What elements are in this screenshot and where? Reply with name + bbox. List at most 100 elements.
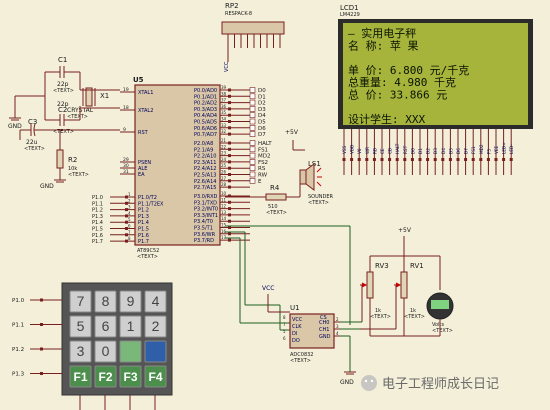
keypad-row-marker xyxy=(40,298,43,302)
u5-p1-pin-marker xyxy=(125,214,128,218)
u5-right-pin-name: P2.6/A14 xyxy=(194,179,216,185)
u1-cs-label: CS xyxy=(320,315,327,321)
u5-right-pin-num: 27 xyxy=(221,176,227,181)
lcd-pin-marker xyxy=(471,158,475,161)
keypad-key xyxy=(119,340,142,363)
u5-pin-num: 30 xyxy=(123,163,129,169)
u5-right-pin-num: 35 xyxy=(221,110,227,115)
keypad-key-label: 7 xyxy=(77,293,85,309)
net-label: D6 xyxy=(258,126,266,132)
lcd-pin-marker xyxy=(418,158,422,161)
u5-right-pin-marker xyxy=(228,232,231,236)
u5-right-pin-name: P2.0/A8 xyxy=(194,141,213,147)
u5-right-pin-num: 25 xyxy=(221,163,227,168)
keypad-key-label: 6 xyxy=(102,318,110,334)
p1-net-label: P1.0 xyxy=(92,195,103,201)
p1-net-labels: P1.0P1.1P1.2P1.3P1.4P1.5P1.6P1.7 xyxy=(92,195,103,245)
lcd-pin-marker xyxy=(502,158,506,161)
net-label: D5 xyxy=(258,120,266,126)
keypad-row-marker xyxy=(40,323,43,326)
u1-right-pin-num: 3 xyxy=(336,324,339,329)
rv1-text: <TEXT> xyxy=(404,314,425,320)
lcd-pin-name: RD xyxy=(372,148,377,154)
watermark: 电子工程师成长日记 xyxy=(361,375,499,392)
c3-value: 22u xyxy=(26,139,38,146)
keypad-row-net: P1.0 xyxy=(12,298,25,304)
u5-right-pin-num: 13 xyxy=(221,210,227,215)
keypad-row-marker xyxy=(40,347,43,351)
u5-right-pin-marker xyxy=(228,154,231,158)
u5-right-pin-num: 10 xyxy=(221,191,227,196)
keypad-row-net: P1.3 xyxy=(12,372,25,378)
keypad-key xyxy=(69,365,92,388)
lcd-pin-marker xyxy=(388,158,392,161)
ls1-text: <TEXT> xyxy=(308,200,329,206)
u5-right-pin-name: P0.3/AD3 xyxy=(194,107,217,113)
u5-right-pin-marker xyxy=(228,166,231,170)
u5-right-pin-marker xyxy=(228,94,231,98)
keypad-key xyxy=(119,315,142,338)
u5-p1-pin-name: P1.0/T2 xyxy=(138,195,157,201)
u5-p1-pin-marker xyxy=(125,208,128,212)
net-flag xyxy=(249,125,256,131)
lcd-pin-name: VSS xyxy=(342,145,347,154)
u5-right-pin-name: P0.0/AD0 xyxy=(194,88,217,94)
rv3-text: <TEXT> xyxy=(370,314,391,320)
u1-pin-name: CLK xyxy=(292,324,302,330)
u1-pin-name: DO xyxy=(292,338,300,344)
keypad-row-net: P1.2 xyxy=(12,347,24,353)
u5-right-pin-num: 15 xyxy=(221,223,227,228)
r2-text: <TEXT> xyxy=(68,172,89,178)
net-flag xyxy=(249,112,256,118)
u5-right-pin-marker xyxy=(228,132,231,136)
c3-label: C3 xyxy=(28,118,37,126)
u5-right-pin-num: 37 xyxy=(221,98,227,103)
c3-text: <TEXT> xyxy=(24,146,45,152)
net-flag xyxy=(249,118,256,125)
u5-right-pin-name: P0.6/AD6 xyxy=(194,126,217,132)
net-flag xyxy=(249,159,256,165)
u1-right-pin-name: CH0 xyxy=(319,320,329,326)
u5-right-pin-name: P3.6/WR xyxy=(194,232,216,238)
u5-p1-pin-num: 6 xyxy=(128,224,131,229)
u1-pin-num: 7 xyxy=(283,322,286,327)
u5-p1-pin-num: 8 xyxy=(128,236,131,241)
lcd-pin-marker xyxy=(350,158,354,161)
watermark-text: 电子工程师成长日记 xyxy=(382,377,499,392)
r2-value: 10k xyxy=(68,166,77,172)
u5-right-pin-name: P3.0/RXD xyxy=(194,194,218,200)
keypad-key-label: F3 xyxy=(123,370,137,384)
u5-right-pin-marker xyxy=(228,226,231,229)
lcd-pin-name: FS xyxy=(486,149,491,154)
u5-p1-pin-num: 2 xyxy=(128,198,131,203)
u5-right-pin-name: P2.1/A9 xyxy=(194,147,213,153)
keypad-key xyxy=(144,290,167,313)
keypad-key-label: 8 xyxy=(102,293,110,309)
rv1-potentiometer: RV1 1k <TEXT> xyxy=(394,262,425,320)
lcd-pin-name: FS1 xyxy=(471,146,476,154)
u5-right-pin-num: 17 xyxy=(221,235,227,240)
u5-p1-pin-name: P1.7 xyxy=(138,239,149,245)
lcd-pin-name: LED- xyxy=(509,144,514,154)
u5-right-pin-num: 26 xyxy=(221,170,227,175)
ls1-part: SOUNDER xyxy=(308,194,334,200)
c3-capacitor: C3 22u <TEXT> xyxy=(20,118,120,152)
u5-right-pin-name: P3.4/T0 xyxy=(194,219,213,225)
u5-right-pin-name: P0.1/AD1 xyxy=(194,94,217,100)
p1-net-label: P1.7 xyxy=(92,239,103,245)
keypad-key-label: F1 xyxy=(73,370,87,384)
u5-right-pin-name: P0.2/AD2 xyxy=(194,101,217,107)
keypad-net-labels: P1.0P1.1P1.2P1.3 xyxy=(12,298,156,410)
lcd-line: 设计学生: XXX xyxy=(348,112,425,126)
u1-right-pin-num: 4 xyxy=(336,331,339,336)
u5-right-pin-name: P2.3/A11 xyxy=(194,160,216,166)
u5-right-pin-name: P0.5/AD5 xyxy=(194,120,217,126)
u5-right-pin-name: P2.7/A15 xyxy=(194,185,216,191)
keypad-key-label: 1 xyxy=(127,318,135,334)
net-flag xyxy=(249,171,256,178)
u5-right-pin-marker xyxy=(228,107,231,111)
u5-p1-pin-num: 5 xyxy=(128,217,131,222)
net-flag xyxy=(249,140,256,146)
